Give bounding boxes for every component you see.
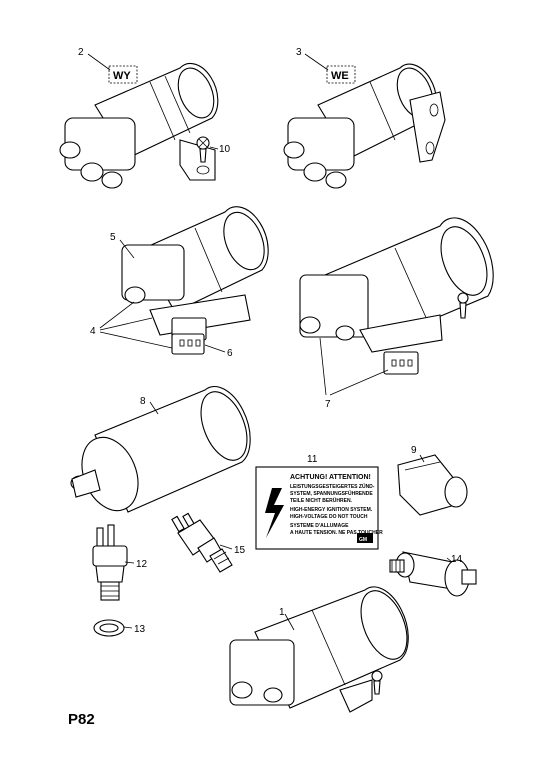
callout-11: 11 xyxy=(307,454,318,465)
callout-15: 15 xyxy=(234,545,246,556)
brand-logo: GM xyxy=(359,537,367,543)
callout-12: 12 xyxy=(136,559,148,570)
pressure-switch-12 xyxy=(92,524,128,601)
warning-line-7: A HAUTE TENSION. NE PAS TOUCHER xyxy=(290,530,383,536)
code-box-wy xyxy=(108,65,138,84)
code-box-we xyxy=(326,65,356,84)
connector-9 xyxy=(397,454,468,516)
warning-label-11 xyxy=(255,466,379,550)
warning-line-5: HIGH-VOLTAGE DO NOT TOUCH xyxy=(290,514,368,520)
callout-10: 10 xyxy=(219,144,231,155)
screw-10 xyxy=(196,136,210,163)
callout-13: 13 xyxy=(134,624,146,635)
callout-5: 5 xyxy=(110,232,116,243)
ignition-coil-1 xyxy=(229,586,409,713)
warning-title: ACHTUNG! ATTENTION! xyxy=(290,474,371,481)
callout-1: 1 xyxy=(279,607,285,618)
warning-line-2: SYSTEM, SPANNUNGSFÜHRENDE xyxy=(290,490,373,497)
ignition-coil-wy xyxy=(59,62,219,189)
temperature-sender-15 xyxy=(171,512,233,573)
warning-line-1: LEISTUNGSGESTEIGERTES ZÜND- xyxy=(290,483,375,490)
callout-2: 2 xyxy=(78,47,84,58)
code-wy: WY xyxy=(113,70,131,82)
code-we: WE xyxy=(331,70,349,82)
callout-7: 7 xyxy=(325,399,331,410)
oil-pressure-switch-14 xyxy=(389,551,477,597)
ignition-coil-7 xyxy=(299,217,494,375)
callout-14: 14 xyxy=(451,554,463,565)
ignition-coil-we xyxy=(283,63,446,189)
warning-line-3: TEILE NICHT BERÜHREN. xyxy=(290,497,353,504)
ignition-coil-8 xyxy=(70,386,251,513)
callout-4: 4 xyxy=(90,326,96,337)
callout-8: 8 xyxy=(140,396,146,407)
callout-3: 3 xyxy=(296,47,302,58)
warning-line-6: SYSTEME D'ALLUMAGE xyxy=(290,523,349,529)
callout-6: 6 xyxy=(227,348,233,359)
ignition-coil-with-connector xyxy=(121,206,269,355)
washer-13 xyxy=(93,619,125,637)
callout-9: 9 xyxy=(411,445,417,456)
warning-line-4: HIGH-ENERGY IGNITION SYSTEM. xyxy=(290,507,373,513)
page-code: P82 xyxy=(68,711,95,728)
